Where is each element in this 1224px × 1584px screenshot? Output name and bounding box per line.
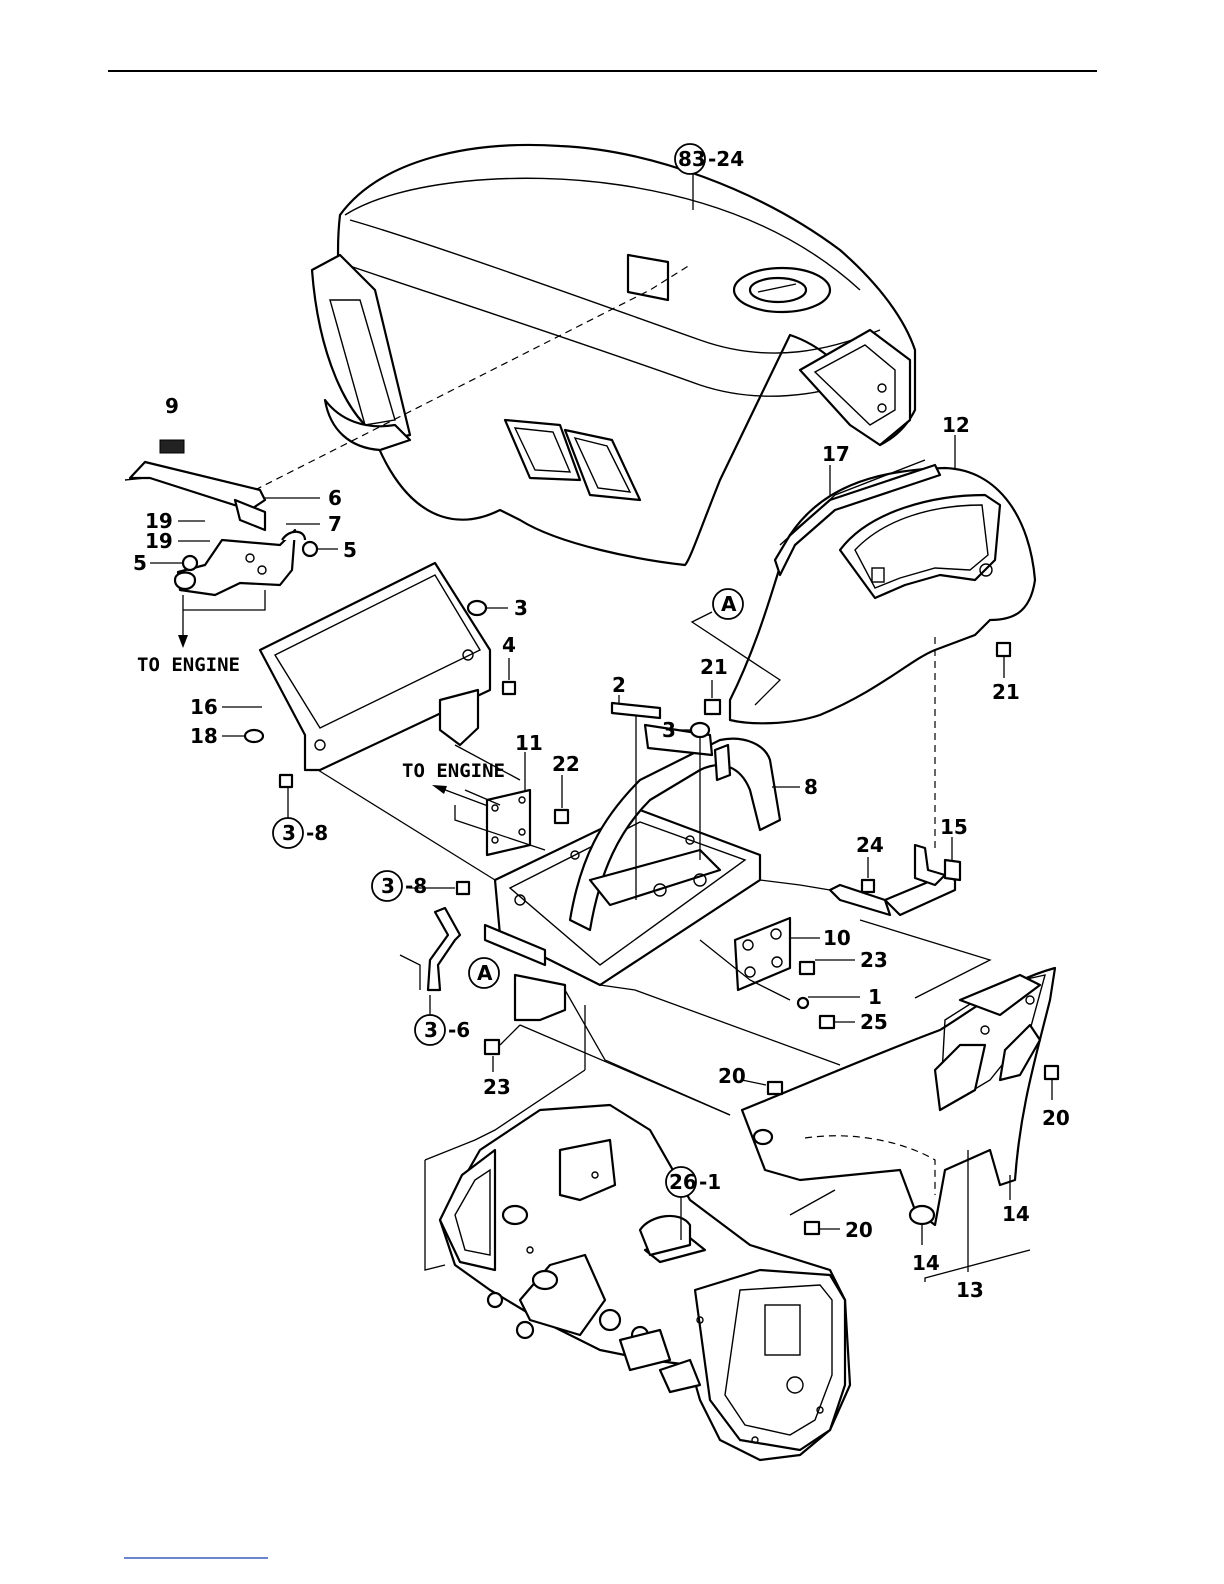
callout-25: 25: [860, 1010, 888, 1034]
to-engine-label-1: TO ENGINE: [137, 654, 240, 676]
callout-a-top: A: [721, 592, 737, 616]
callout-3-6: 3: [424, 1018, 438, 1042]
part-9-block: [160, 440, 184, 453]
callout-3-8b-suffix: -8: [405, 874, 427, 898]
callout-19b: 19: [145, 529, 173, 553]
callout-7: 7: [328, 512, 342, 536]
callout-12: 12: [942, 413, 970, 437]
panel-16: [260, 563, 490, 770]
callout-23a: 23: [860, 948, 888, 972]
frame-8: [485, 725, 780, 1020]
callout-15: 15: [940, 815, 968, 839]
callout-3-8a-suffix: -8: [306, 821, 328, 845]
callout-4: 4: [502, 633, 516, 657]
callout-26-suffix: -1: [699, 1170, 721, 1194]
callout-8: 8: [804, 775, 818, 799]
callout-24: 24: [856, 833, 884, 857]
plate-10: [735, 918, 790, 990]
plate-11: [487, 790, 530, 855]
callout-20c: 20: [845, 1218, 873, 1242]
callout-3-8b: 3: [381, 874, 395, 898]
callout-3-top: 3: [514, 596, 528, 620]
callout-22: 22: [552, 752, 580, 776]
callout-a-mid: A: [477, 961, 493, 985]
callout-9: 9: [165, 394, 179, 418]
bracket-15: [830, 845, 960, 915]
callout-20b: 20: [1042, 1106, 1070, 1130]
callout-83: 83: [678, 147, 706, 171]
callout-6: 6: [328, 486, 342, 510]
callout-23b: 23: [483, 1075, 511, 1099]
callout-3-8a: 3: [282, 821, 296, 845]
callout-11: 11: [515, 731, 543, 755]
callout-17: 17: [822, 442, 850, 466]
callout-14b: 14: [1002, 1202, 1030, 1226]
callout-2: 2: [612, 673, 626, 697]
callout-13: 13: [956, 1278, 984, 1302]
callout-83-suffix: -24: [708, 147, 744, 171]
callout-3-mid: 3: [662, 718, 676, 742]
callout-26: 26: [669, 1170, 697, 1194]
callout-18: 18: [190, 724, 218, 748]
step-cover-13: [742, 968, 1055, 1225]
callout-10: 10: [823, 926, 851, 950]
callout-16: 16: [190, 695, 218, 719]
callout-21b: 21: [992, 680, 1020, 704]
callout-20a: 20: [718, 1064, 746, 1088]
callout-5a: 5: [133, 551, 147, 575]
callout-3-6-suffix: -6: [448, 1018, 470, 1042]
callout-21a: 21: [700, 655, 728, 679]
callout-14a: 14: [912, 1251, 940, 1275]
callout-1: 1: [868, 985, 882, 1009]
callout-5b: 5: [343, 538, 357, 562]
